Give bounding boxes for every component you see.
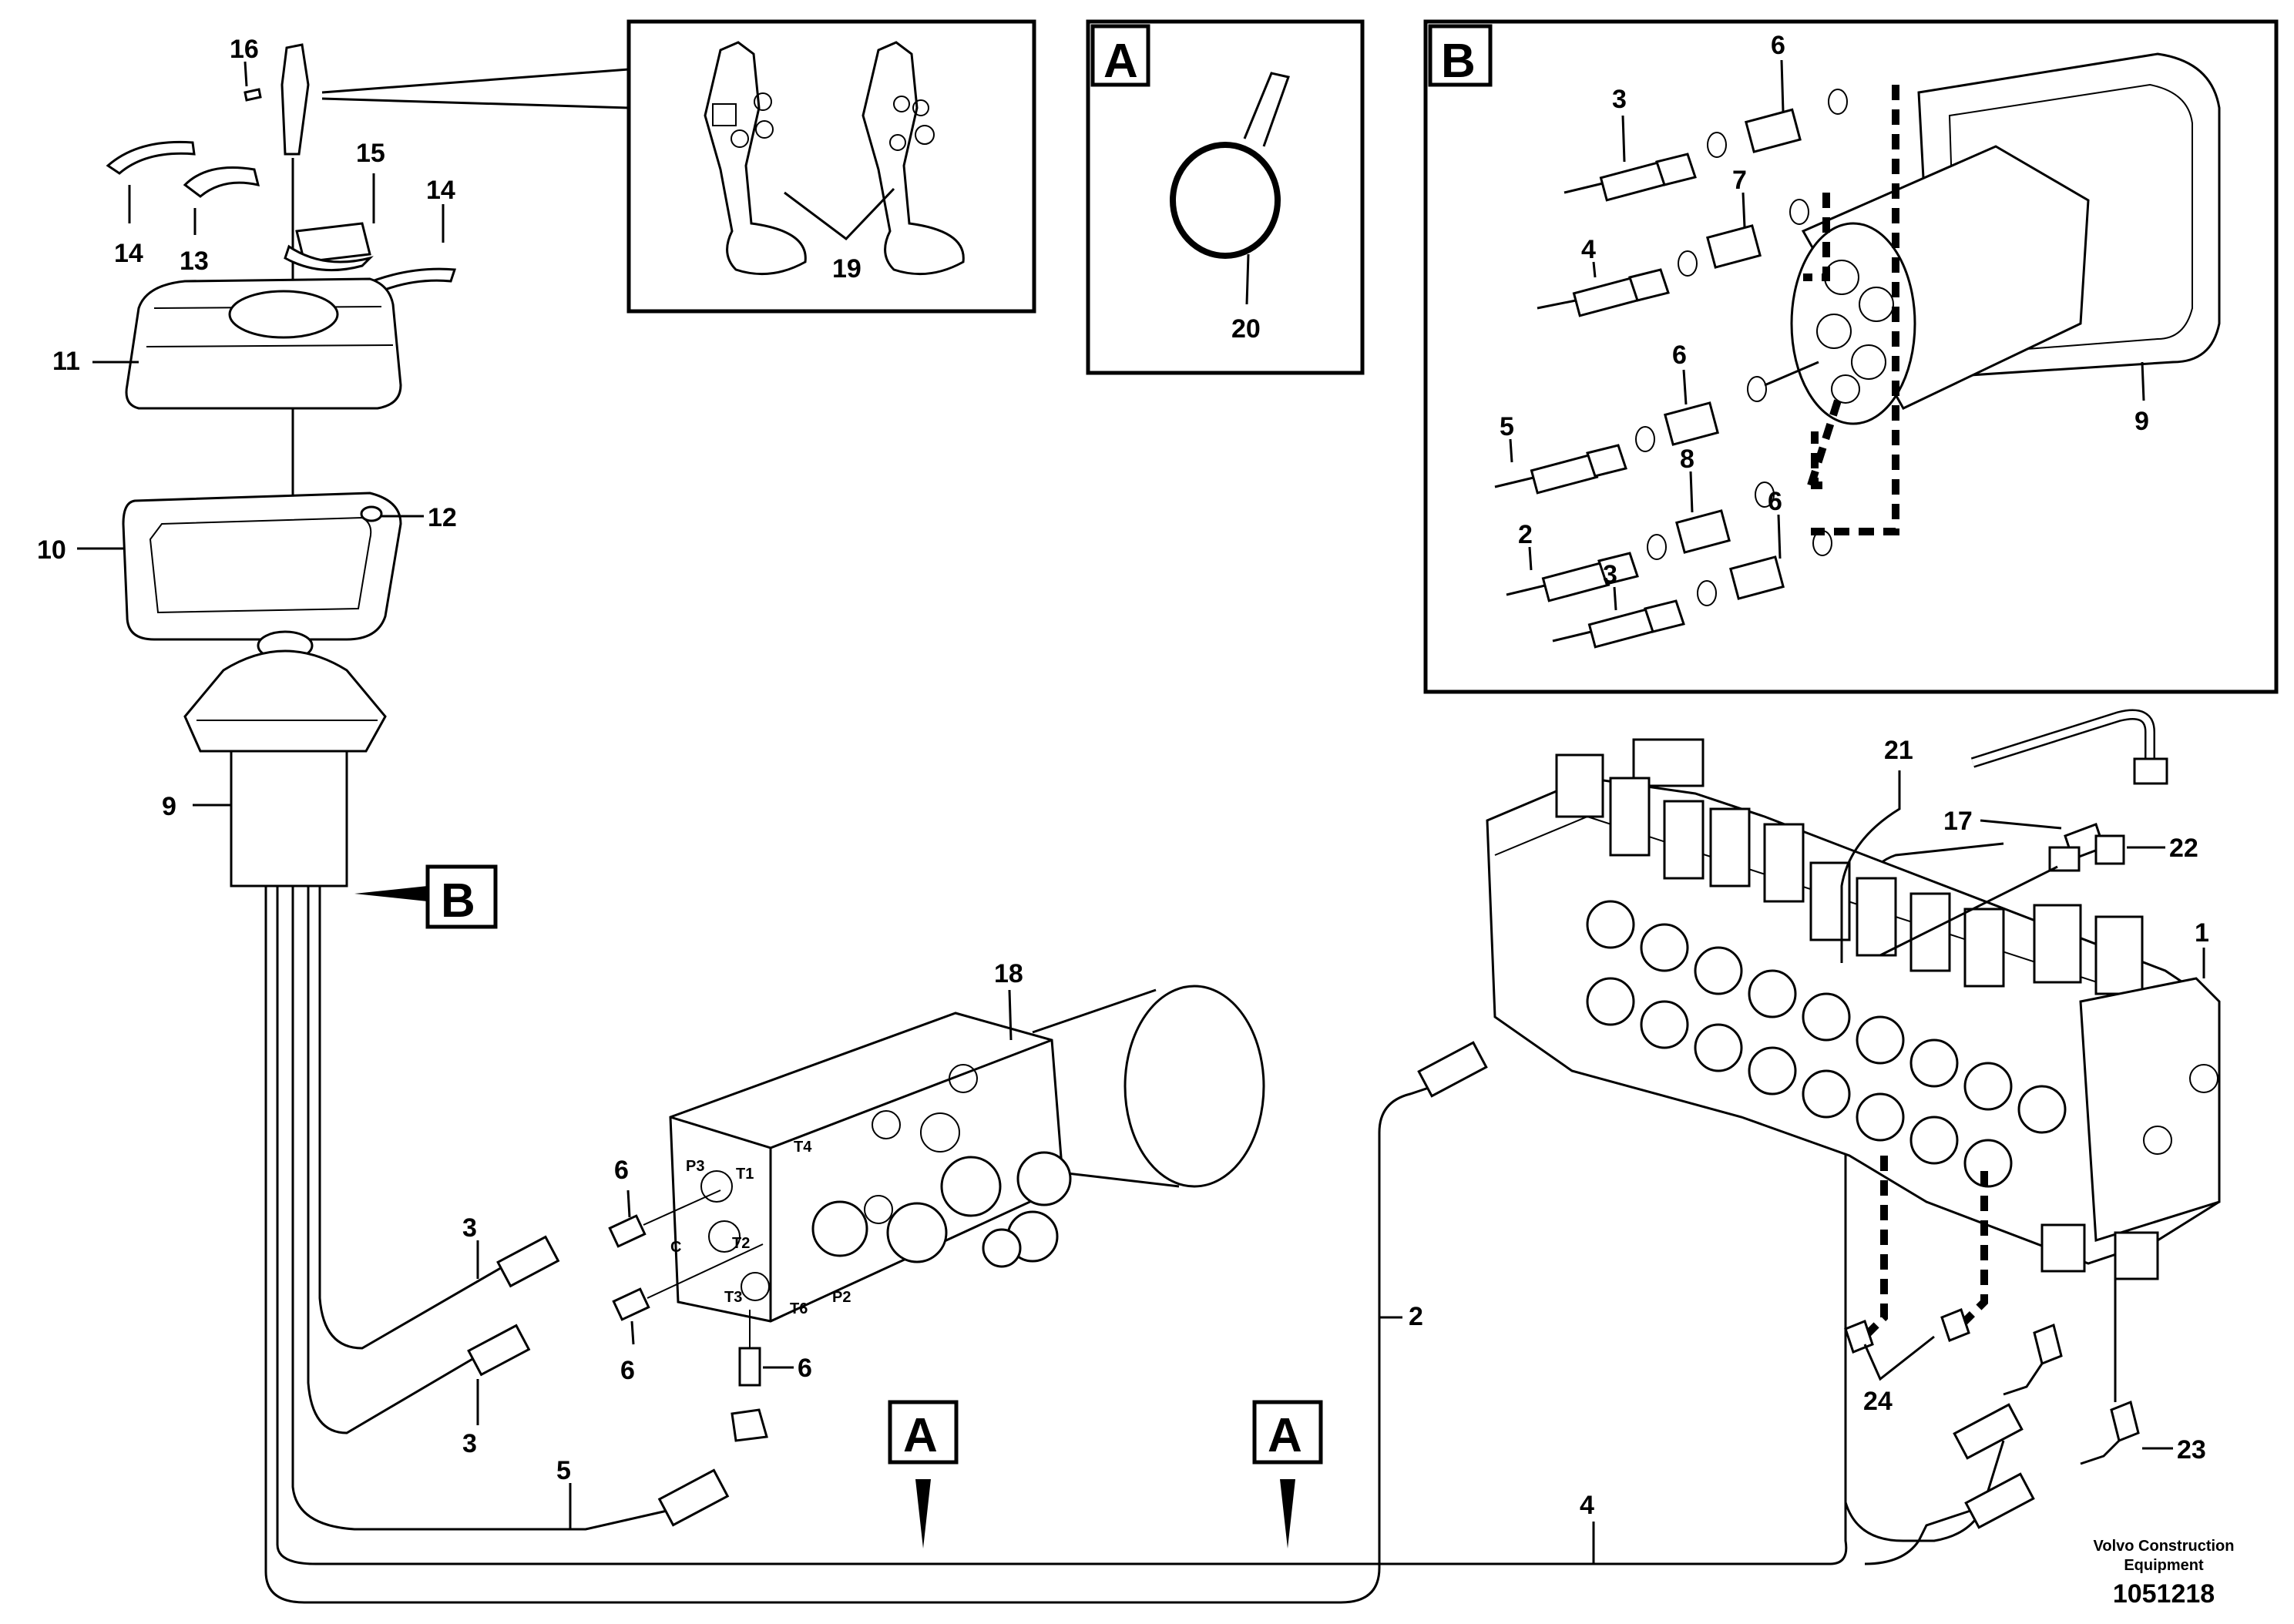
label-7-detail: 7: [1732, 166, 1747, 195]
label-4: 4: [1580, 1491, 1594, 1520]
callout-a-1: A: [888, 1400, 959, 1549]
hose-routing: [264, 842, 2035, 1604]
label-6-block-top: 6: [614, 1156, 629, 1185]
brand-line-1: Volvo Construction: [2094, 1538, 2235, 1555]
port-t6: T6: [790, 1300, 808, 1317]
label-17: 17: [1943, 807, 1973, 836]
fitting-row-4: [1506, 481, 1775, 602]
label-9-detail: 9: [2134, 407, 2149, 436]
fitting-row-2: [1537, 199, 1809, 317]
label-24: 24: [1863, 1387, 1893, 1416]
main-control-valve: [1486, 738, 2221, 1280]
label-3-detail-bottom: 3: [1603, 560, 1617, 589]
handle-left-icon: [704, 41, 807, 276]
callout-a2-letter: A: [1268, 1409, 1302, 1462]
accumulator-icon: [1123, 985, 1265, 1188]
label-5-detail: 5: [1500, 412, 1514, 441]
label-8-detail: 8: [1680, 445, 1694, 474]
label-14-right: 14: [426, 176, 455, 205]
fitting-row-1: [1563, 89, 1848, 202]
block-fittings: [608, 1189, 768, 1442]
port-t3: T3: [724, 1289, 742, 1306]
pilot-valve-detail-icon: [1790, 52, 2221, 425]
label-12: 12: [428, 503, 457, 532]
label-16: 16: [230, 35, 259, 64]
valve-block: P3 T1 T2 T3 T6 P2 T4 C: [669, 985, 1265, 1323]
inset-b-letter: B: [1441, 35, 1476, 88]
label-11: 11: [52, 347, 80, 376]
cable-tie-icon: [1170, 72, 1290, 259]
label-2: 2: [1409, 1302, 1423, 1331]
label-18: 18: [994, 959, 1023, 988]
label-6-block-mid: 6: [620, 1356, 635, 1385]
label-4-detail: 4: [1581, 235, 1596, 264]
label-2-detail: 2: [1518, 520, 1533, 549]
figure-number: 1051218: [2113, 1579, 2215, 1609]
inset-handles: 19: [321, 19, 1036, 314]
label-5: 5: [556, 1456, 571, 1485]
label-6-detail-1: 6: [1771, 31, 1785, 60]
label-14-left: 14: [114, 239, 143, 268]
callout-a-2: A: [1252, 1400, 1323, 1549]
handle-right-icon: [862, 41, 965, 276]
inset-a: A 20: [1086, 19, 1365, 375]
label-6-detail-2: 6: [1672, 341, 1687, 370]
joystick-base-icon: [183, 630, 387, 887]
fitting-row-5: [1552, 530, 1832, 649]
callout-b-letter: B: [441, 874, 475, 928]
label-1: 1: [2195, 918, 2209, 948]
port-c: C: [670, 1239, 681, 1256]
label-21: 21: [1884, 736, 1913, 765]
label-20: 20: [1231, 314, 1261, 344]
lever-icon: [280, 43, 310, 156]
port-t2: T2: [732, 1235, 750, 1252]
label-3-detail-top: 3: [1612, 85, 1627, 114]
label-13: 13: [180, 247, 209, 276]
port-t4: T4: [794, 1139, 812, 1156]
label-9: 9: [162, 792, 176, 821]
label-15: 15: [356, 139, 385, 168]
label-10: 10: [37, 535, 66, 565]
port-p2: P2: [832, 1289, 851, 1306]
label-3-upper: 3: [462, 1213, 477, 1243]
label-6-block-bottom: 6: [798, 1354, 812, 1383]
callout-a1-letter: A: [903, 1409, 938, 1462]
plate-icon: [122, 492, 402, 641]
label-22: 22: [2169, 834, 2198, 863]
label-6-detail-3: 6: [1768, 487, 1782, 516]
label-23: 23: [2177, 1435, 2206, 1465]
fitting-row-3: [1494, 361, 1819, 495]
brand-line-2: Equipment: [2124, 1557, 2204, 1574]
inset-b: B 9 3 6: [1423, 19, 2279, 694]
port-p3: P3: [686, 1158, 704, 1175]
port-t1: T1: [736, 1166, 754, 1183]
inset-a-letter: A: [1103, 35, 1138, 88]
label-3-lower: 3: [462, 1429, 477, 1458]
label-19: 19: [832, 254, 862, 284]
joystick-assembly: 16 14 13 15 14 11 10 12: [37, 35, 498, 929]
